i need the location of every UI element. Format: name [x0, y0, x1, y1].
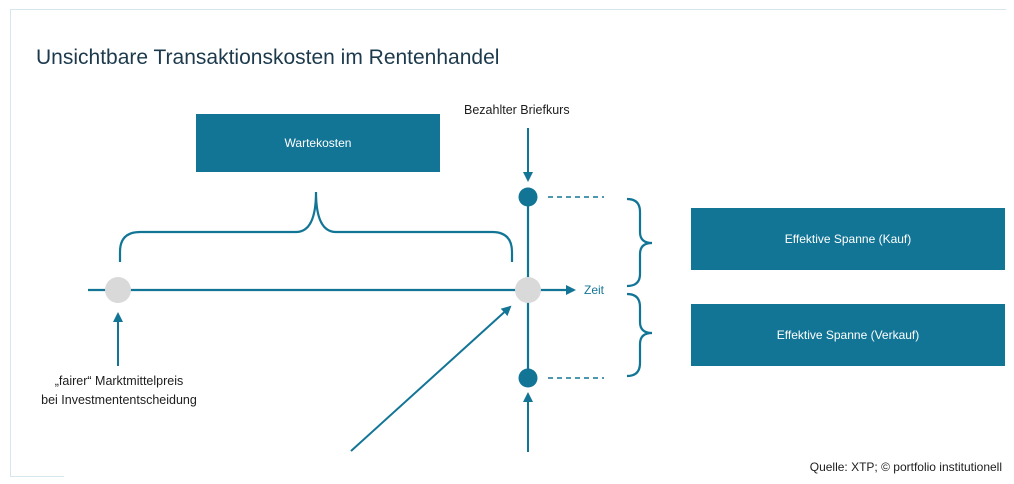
- zeit-label: Zeit: [584, 283, 605, 297]
- fair-price-label-line1: „fairer“ Marktmittelpreis: [54, 374, 184, 388]
- frame-left-line: [10, 9, 11, 477]
- fair-price-label: „fairer“ Marktmittelpreis bei Investment…: [26, 374, 212, 407]
- spanne-verkauf-brace: [626, 292, 653, 378]
- wartekosten-label: Wartekosten: [284, 136, 352, 150]
- ask-price-node: [518, 187, 538, 207]
- diagram-title: Unsichtbare Transaktionskosten im Renten…: [36, 46, 500, 69]
- spanne-verkauf-label: Effektive Spanne (Verkauf): [776, 328, 920, 342]
- source-note: Quelle: XTP; © portfolio institutionell: [809, 460, 1002, 474]
- frame-top-line: [10, 9, 1006, 10]
- fair-price-label-line2: bei Investmententscheidung: [41, 393, 197, 407]
- spanne-verkauf-box: Effektive Spanne (Verkauf): [691, 304, 1005, 366]
- diagonal-arrow: [350, 305, 512, 452]
- wartekosten-brace: [118, 191, 514, 262]
- fair-price-node: [105, 277, 131, 303]
- execution-node: [515, 277, 541, 303]
- spanne-kauf-label: Effektive Spanne (Kauf): [784, 232, 912, 246]
- bid-price-node: [518, 368, 538, 388]
- briefkurs-label: Bezahlter Briefkurs: [464, 103, 570, 117]
- frame-bottom-line: [10, 476, 64, 477]
- wartekosten-box: Wartekosten: [196, 114, 440, 172]
- spanne-kauf-brace: [626, 197, 653, 288]
- spanne-kauf-box: Effektive Spanne (Kauf): [691, 208, 1005, 270]
